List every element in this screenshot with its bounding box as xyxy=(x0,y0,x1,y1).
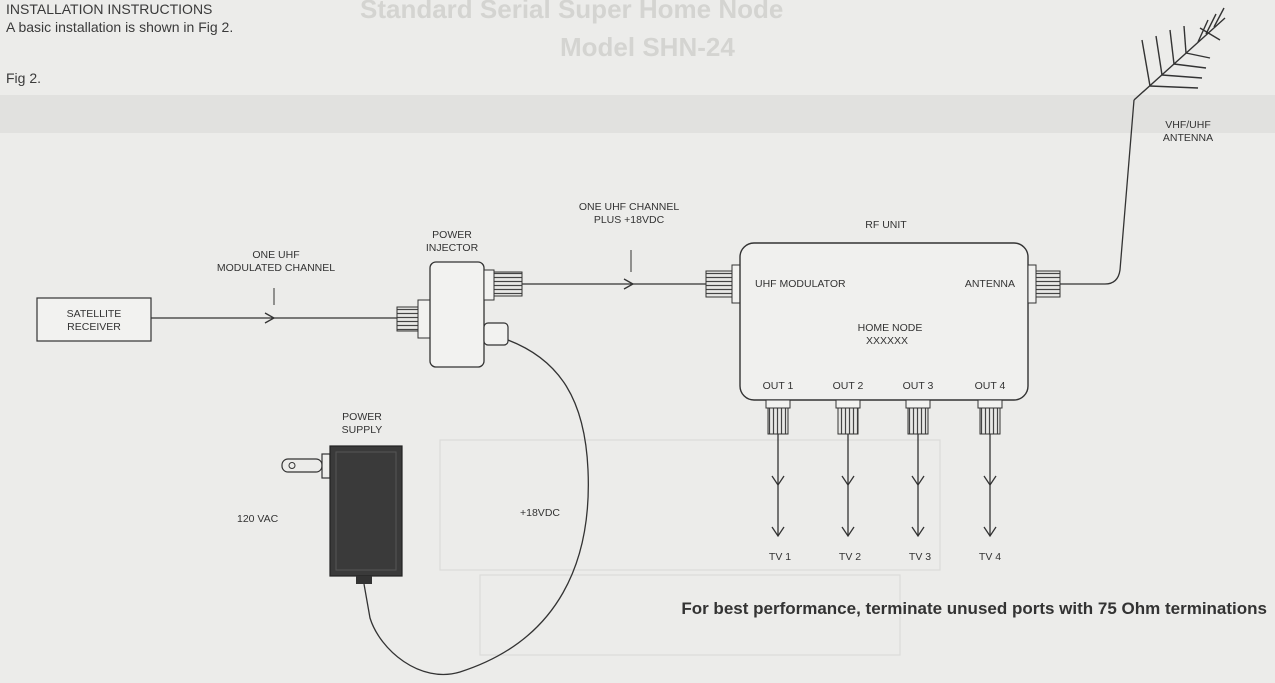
mains-voltage-label: 120 VAC xyxy=(237,513,279,525)
injector-input-connector xyxy=(396,306,420,332)
power-supply-label-1: POWER xyxy=(342,411,382,423)
rf-antenna-connector xyxy=(1035,270,1061,298)
antenna-icon xyxy=(1133,7,1226,101)
ac-plug-icon xyxy=(281,453,331,479)
power-injector: POWER INJECTOR xyxy=(396,229,523,368)
uhf-channel-label-2: PLUS +18VDC xyxy=(594,214,665,226)
satellite-receiver: SATELLITE RECEIVER xyxy=(36,297,152,342)
svg-text:Standard Serial Super Home Nod: Standard Serial Super Home Node xyxy=(360,0,783,24)
antenna-label-2: ANTENNA xyxy=(1163,132,1213,144)
rf-unit: RF UNIT UHF MODULATOR ANTENNA HOME NODE … xyxy=(705,219,1061,401)
instructions-header: INSTALLATION INSTRUCTIONS A basic instal… xyxy=(6,0,233,36)
power-supply-label-2: SUPPLY xyxy=(342,424,383,436)
rf-unit-label: RF UNIT xyxy=(865,219,907,231)
injector-dc-input xyxy=(483,322,509,346)
rf-input-connector xyxy=(705,270,733,298)
modulated-channel-cable: ONE UHF MODULATED CHANNEL xyxy=(151,249,397,324)
termination-note: For best performance, terminate unused p… xyxy=(681,599,1267,618)
injector-output-connector xyxy=(493,271,523,297)
satellite-receiver-label-1: SATELLITE xyxy=(67,308,122,320)
instructions-subtitle: A basic installation is shown in Fig 2. xyxy=(6,19,234,35)
svg-text:Model SHN-24: Model SHN-24 xyxy=(560,32,735,62)
tv-2-label: TV 2 xyxy=(839,551,861,563)
figure-label: Fig 2. xyxy=(6,70,42,86)
power-injector-label-1: POWER xyxy=(432,229,472,241)
antenna-label-1: VHF/UHF xyxy=(1165,119,1211,131)
home-node-label: HOME NODE xyxy=(858,322,923,334)
tv-1-label: TV 1 xyxy=(769,551,791,563)
modulated-channel-label-2: MODULATED CHANNEL xyxy=(217,262,335,274)
tv-labels: TV 1 TV 2 TV 3 TV 4 xyxy=(769,551,1001,563)
power-injector-label-2: INJECTOR xyxy=(426,242,479,254)
output-ports xyxy=(765,399,1003,538)
uhf-modulator-label: UHF MODULATOR xyxy=(755,278,846,290)
out-1-port xyxy=(765,399,791,538)
home-node-code: XXXXXX xyxy=(866,335,908,347)
antenna-port-label: ANTENNA xyxy=(965,278,1015,290)
power-supply-body xyxy=(329,445,403,577)
out-4-port xyxy=(977,399,1003,538)
out-3-label: OUT 3 xyxy=(903,380,934,392)
out-2-port xyxy=(835,399,861,538)
tv-3-label: TV 3 xyxy=(909,551,931,563)
out-2-label: OUT 2 xyxy=(833,380,864,392)
modulated-channel-label-1: ONE UHF xyxy=(252,249,299,261)
uhf-channel-label-1: ONE UHF CHANNEL xyxy=(579,201,680,213)
instructions-title: INSTALLATION INSTRUCTIONS xyxy=(6,1,213,17)
satellite-receiver-label-2: RECEIVER xyxy=(67,321,121,333)
background-bleed: Standard Serial Super Home Node Model SH… xyxy=(0,0,1275,656)
dc-voltage-label: +18VDC xyxy=(520,507,560,519)
out-4-label: OUT 4 xyxy=(975,380,1006,392)
dc-power-cable: +18VDC xyxy=(363,339,589,676)
out-3-port xyxy=(905,399,931,538)
uhf-channel-cable: ONE UHF CHANNEL PLUS +18VDC xyxy=(522,201,706,290)
power-supply: POWER SUPPLY 120 VAC xyxy=(237,411,403,584)
out-1-label: OUT 1 xyxy=(763,380,794,392)
tv-4-label: TV 4 xyxy=(979,551,1001,563)
antenna-cable xyxy=(1060,99,1135,285)
